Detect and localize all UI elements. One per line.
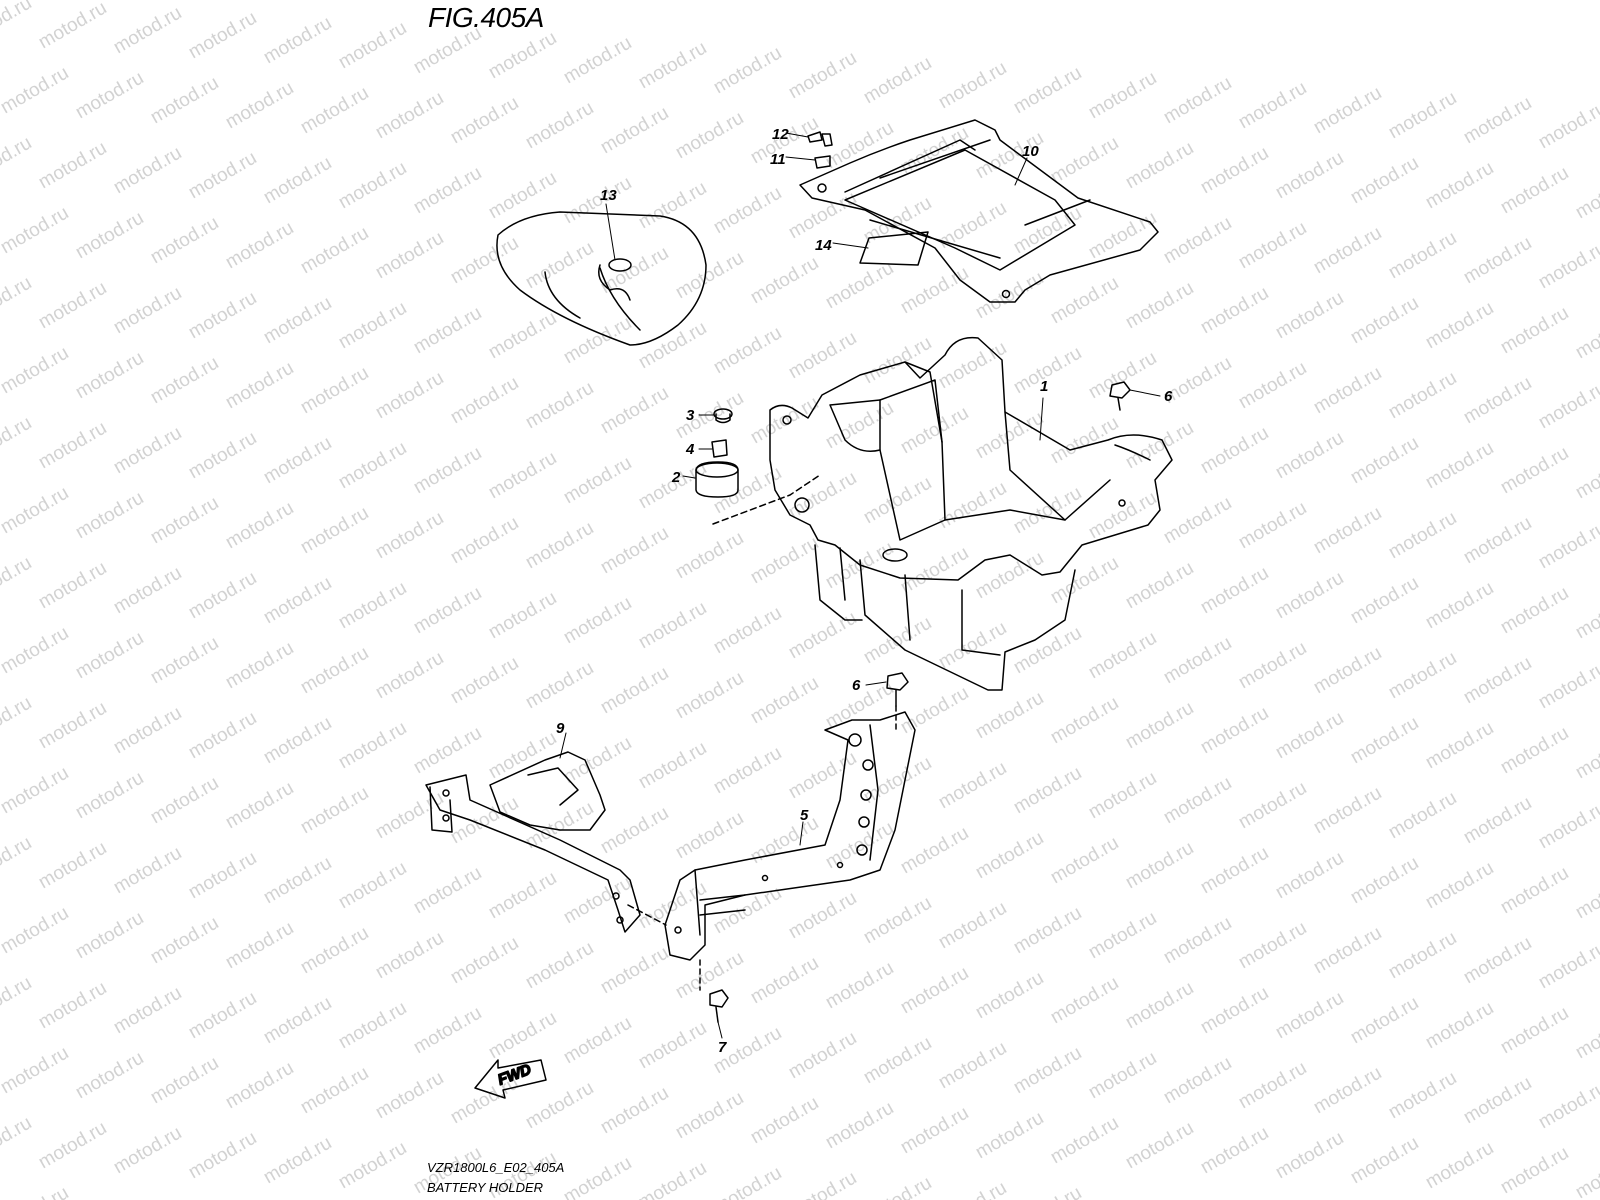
- part-1-battery-holder[interactable]: [769, 336, 1173, 691]
- part-10-top-plate[interactable]: [799, 119, 1159, 303]
- part-4-collar[interactable]: [711, 439, 728, 458]
- callout-6a: 6: [1164, 388, 1173, 405]
- part-5-bracket[interactable]: [627, 711, 916, 961]
- fwd-arrow-icon: FWD: [474, 1059, 547, 1099]
- callout-9: 9: [556, 720, 565, 737]
- callout-12: 12: [772, 126, 789, 143]
- callout-10: 10: [1022, 143, 1039, 160]
- callout-1: 1: [1040, 378, 1048, 395]
- part-12-screw[interactable]: [807, 131, 833, 147]
- leader-lines: [559, 132, 1161, 1039]
- callout-7: 7: [718, 1039, 727, 1056]
- callout-4: 4: [685, 441, 695, 458]
- callout-labels: 1 2 3 4 5 6 6 7 9 10 11 12 13 14: [556, 126, 1173, 1056]
- part-13-cover[interactable]: [496, 211, 707, 346]
- part-11-grommet[interactable]: [814, 155, 831, 169]
- figure-title: FIG.405A: [428, 2, 544, 33]
- part-3-screw[interactable]: [713, 408, 733, 424]
- part-2-cushion[interactable]: [695, 461, 821, 525]
- callout-2: 2: [671, 469, 681, 486]
- part-6-bolt-upper[interactable]: [1109, 381, 1131, 411]
- callout-13: 13: [600, 187, 617, 204]
- callout-14: 14: [815, 237, 832, 254]
- part-6-bolt-lower[interactable]: [886, 672, 909, 731]
- callout-11: 11: [770, 151, 786, 168]
- part-14-label[interactable]: [859, 231, 929, 266]
- callout-5: 5: [800, 807, 809, 824]
- part-7-bolt[interactable]: [699, 959, 729, 1023]
- callout-3: 3: [686, 407, 695, 424]
- callout-6b: 6: [852, 677, 861, 694]
- part-9-bracket[interactable]: [425, 751, 641, 933]
- model-code: VZR1800L6_E02_405A: [427, 1160, 565, 1175]
- figure-name: BATTERY HOLDER: [427, 1180, 544, 1195]
